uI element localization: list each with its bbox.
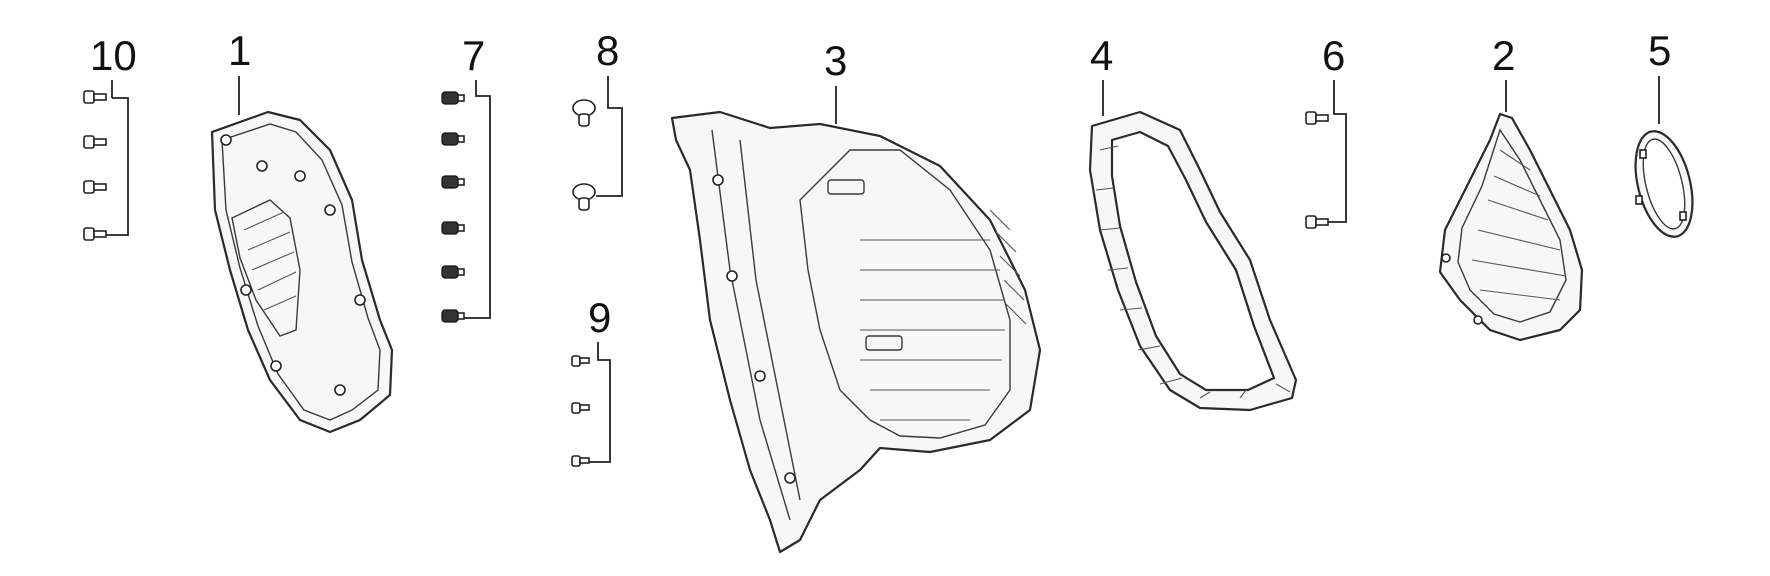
part-label-1: 1 — [228, 27, 251, 74]
part-8-rivets: 8 — [572, 27, 623, 211]
part-3-main-housing: 3 — [670, 37, 1042, 554]
leader-6 — [1320, 80, 1347, 223]
screw-10-d — [83, 227, 107, 241]
part-4-bezel-ring: 4 — [1088, 32, 1298, 412]
rivet-8-b — [572, 183, 596, 211]
part-label-6: 6 — [1322, 32, 1345, 79]
clip-7-d — [441, 221, 465, 235]
part-10-screws: 10 — [83, 32, 137, 241]
part-label-4: 4 — [1090, 32, 1113, 79]
clip-7-b — [441, 132, 465, 146]
leader-10 — [96, 80, 129, 236]
part-2-bracket: 2 — [1438, 32, 1584, 342]
clip-7-e — [441, 265, 465, 279]
rivet-8-a — [572, 99, 596, 127]
part-6-screws: 6 — [1305, 32, 1347, 229]
screw-10-a — [83, 90, 107, 104]
part-label-3: 3 — [824, 37, 847, 84]
part-7-clips: 7 — [441, 32, 491, 323]
screw-10-b — [83, 135, 107, 149]
part-label-2: 2 — [1492, 32, 1515, 79]
screw-9-b — [571, 402, 590, 414]
clip-7-f — [441, 309, 465, 323]
part-1-rear-cover: 1 — [210, 27, 394, 434]
screw-6-b — [1305, 215, 1329, 229]
part-9-screws: 9 — [571, 294, 611, 467]
screw-6-a — [1305, 111, 1329, 125]
clip-7-a — [441, 91, 465, 105]
part-label-9: 9 — [588, 294, 611, 341]
leader-7 — [462, 80, 491, 319]
screw-10-c — [83, 180, 107, 194]
part-label-8: 8 — [596, 27, 619, 74]
screw-9-a — [571, 355, 590, 367]
clip-7-c — [441, 175, 465, 189]
part-label-10: 10 — [90, 32, 137, 79]
leader-9 — [588, 342, 611, 463]
leader-8 — [596, 76, 623, 197]
part-label-7: 7 — [462, 32, 485, 79]
part-5-seal-ring: 5 — [1634, 27, 1694, 238]
part-label-5: 5 — [1648, 27, 1671, 74]
screw-9-c — [571, 455, 590, 467]
